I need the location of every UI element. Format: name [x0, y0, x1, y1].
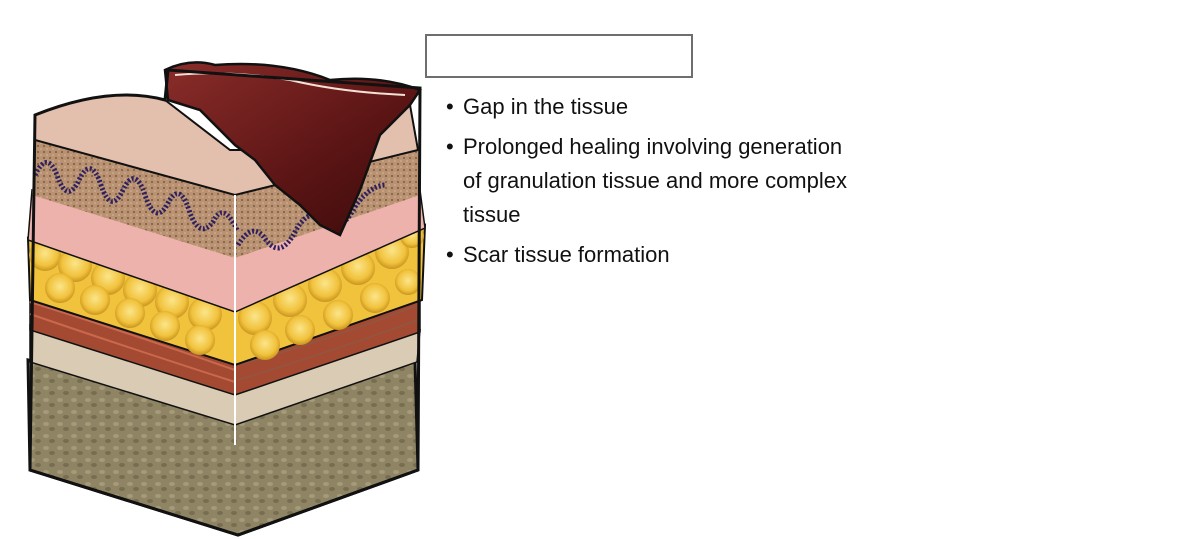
wound-cavity	[163, 61, 422, 237]
skin-wound-cross-section-illustration	[26, 61, 427, 537]
basal-membrane-left	[32, 160, 240, 232]
papillary-layer	[32, 140, 420, 258]
block-outline	[28, 68, 422, 537]
bullet-scar-formation: Scar tissue formation	[446, 238, 866, 272]
bullet-gap-in-tissue: Gap in the tissue	[446, 90, 866, 124]
bullet-prolonged-healing: Prolonged healing involving generation o…	[446, 130, 866, 232]
answer-input-box[interactable]	[425, 34, 693, 78]
bullet-list: Gap in the tissue Prolonged healing invo…	[446, 90, 866, 278]
